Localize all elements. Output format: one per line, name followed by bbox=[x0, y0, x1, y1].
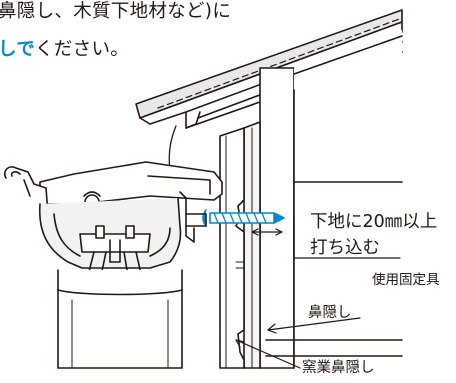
ceramic-leader bbox=[235, 339, 301, 369]
fascia-leader bbox=[267, 317, 361, 331]
label-distance-line-2: 打ち込む bbox=[310, 238, 380, 258]
leader-lines bbox=[235, 217, 401, 369]
ceramic-fascia-cover bbox=[219, 127, 245, 369]
gutter-body bbox=[3, 166, 183, 369]
label-fixture: 使用固定具 bbox=[372, 272, 440, 288]
label-ceramic-fascia: 窯業鼻隠し bbox=[302, 360, 375, 376]
instruction-line-1: 鼻隠し、木質下地材など)に bbox=[0, 1, 232, 22]
instruction-emphasis: しで bbox=[0, 39, 36, 60]
instruction-line-2-suffix: ください。 bbox=[35, 39, 130, 60]
fixture-leader bbox=[293, 217, 401, 259]
screw-icon bbox=[202, 209, 285, 227]
label-distance-line-1: 下地に20㎜以上 bbox=[310, 212, 438, 232]
instruction-line-2: しでください。 bbox=[0, 35, 129, 61]
label-fascia: 鼻隠し bbox=[308, 305, 352, 321]
fascia-board bbox=[243, 121, 261, 369]
gutter-bracket bbox=[39, 161, 223, 243]
